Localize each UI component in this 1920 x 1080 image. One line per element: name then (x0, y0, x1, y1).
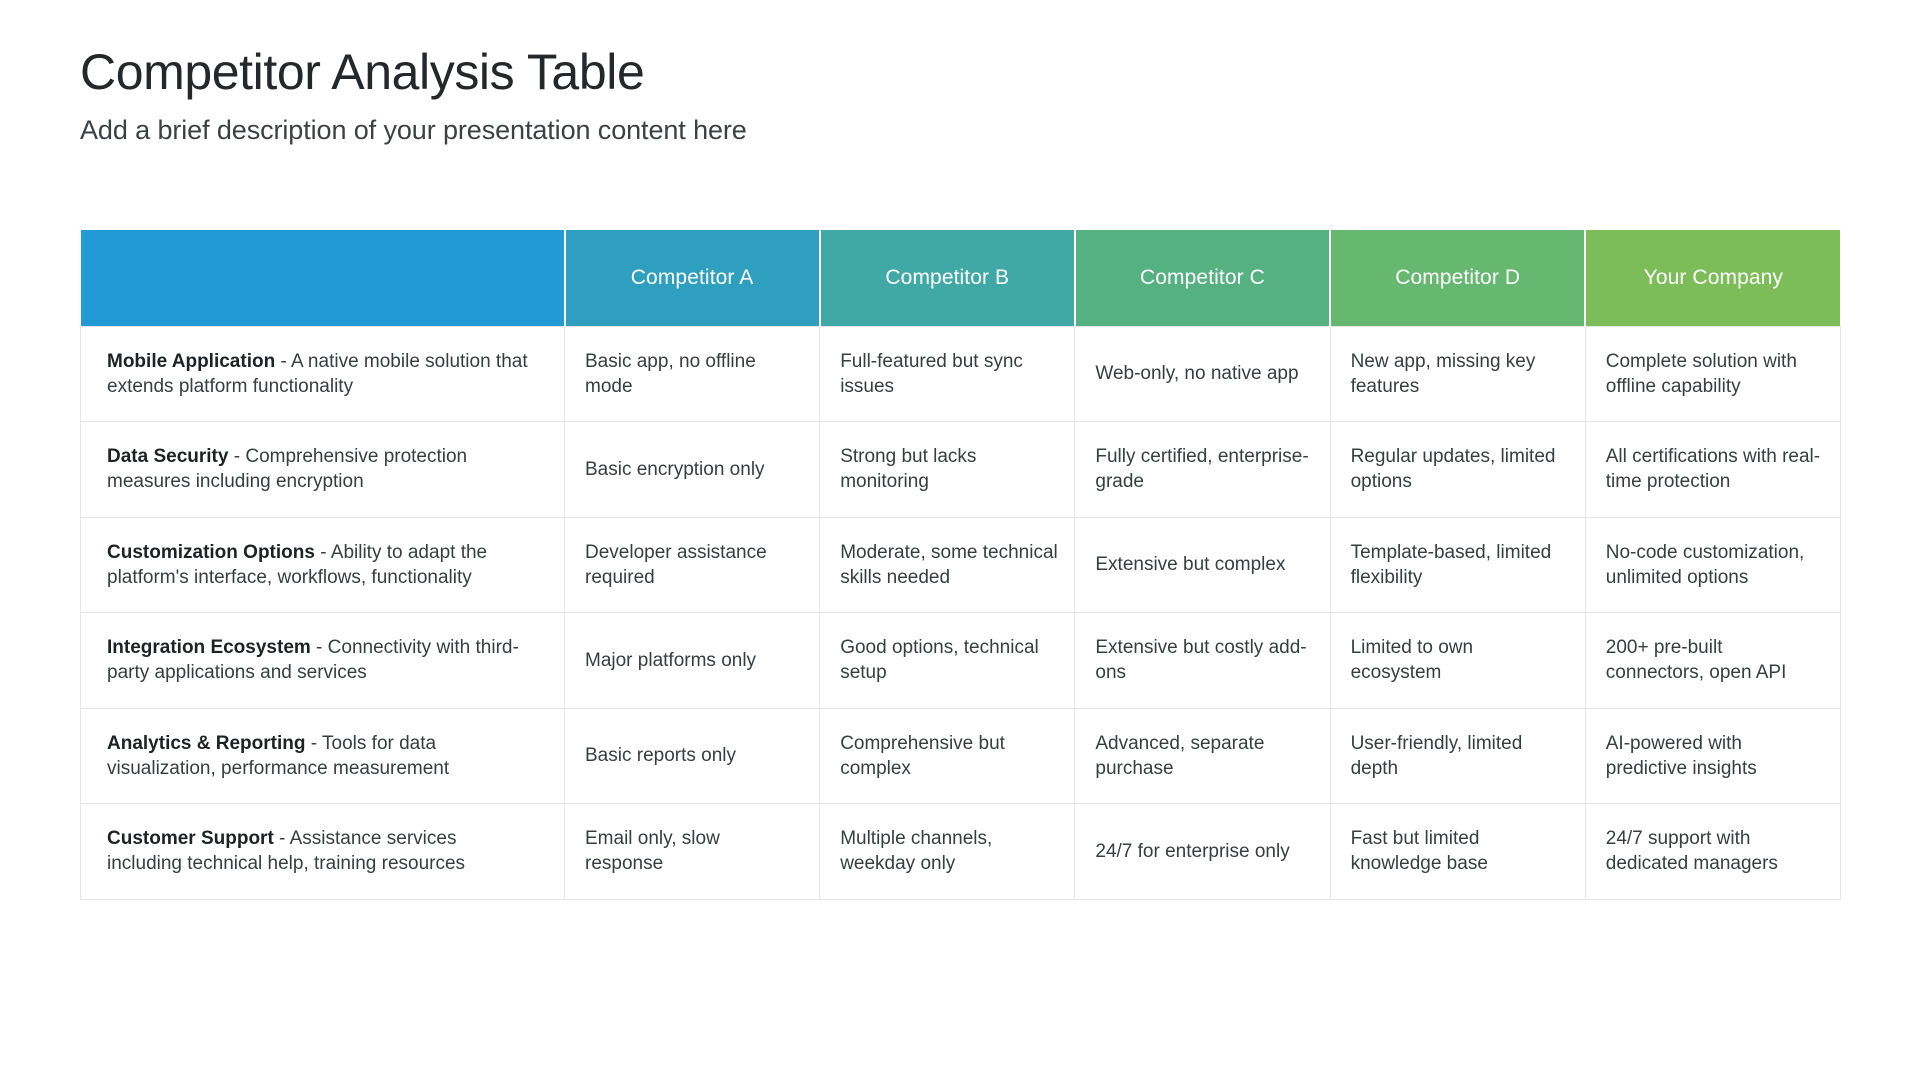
value-cell-competitor-a: Basic app, no offline mode (564, 326, 821, 422)
feature-description: A native mobile solution that extends pl… (107, 350, 528, 397)
feature-cell: Customization Options - Ability to adapt… (80, 517, 565, 613)
value-cell-competitor-c: Web-only, no native app (1074, 326, 1331, 422)
feature-name: Mobile Application (107, 350, 276, 372)
value-cell-competitor-c: Advanced, separate purchase (1074, 708, 1331, 804)
table-row: Data Security - Comprehensive protection… (80, 421, 1841, 518)
value-cell-competitor-c: Fully certified, enterprise-grade (1074, 421, 1331, 518)
table-header-row: Competitor A Competitor B Competitor C Comp… (80, 230, 1841, 326)
value-cell-competitor-c: Extensive but complex (1074, 517, 1331, 613)
column-header-competitor-c: Competitor C (1074, 230, 1332, 326)
value-cell-competitor-b: Full-featured but sync issues (819, 326, 1076, 422)
feature-separator: - (305, 732, 323, 754)
column-header-label: Competitor B (885, 265, 1010, 289)
feature-separator: - (314, 541, 331, 563)
column-header-competitor-a: Competitor A (564, 230, 821, 326)
value-cell-competitor-d: User-friendly, limited depth (1330, 708, 1586, 804)
page-title: Competitor Analysis Table (80, 44, 645, 100)
table-row: Integration Ecosystem - Connectivity wit… (80, 612, 1841, 709)
value-cell-competitor-d: Limited to own ecosystem (1330, 612, 1586, 709)
table-row: Mobile Application - A native mobile sol… (80, 326, 1841, 422)
feature-separator: - (275, 350, 292, 372)
feature-description: Ability to adapt the platform's interfac… (107, 541, 488, 588)
column-header-your-company: Your Company (1585, 230, 1841, 326)
value-cell-competitor-d: Fast but limited knowledge base (1330, 803, 1586, 900)
feature-name: Analytics & Reporting (107, 732, 306, 754)
page-subtitle: Add a brief description of your presenta… (80, 115, 747, 145)
column-header-label: Your Company (1643, 265, 1784, 289)
value-cell-competitor-a: Basic reports only (564, 708, 821, 804)
feature-name: Data Security (107, 446, 229, 468)
value-cell-your-company: AI-powered with predictive insights (1585, 708, 1841, 804)
feature-description: Comprehensive protection measures includ… (107, 446, 468, 493)
feature-name: Customization Options (107, 541, 315, 563)
value-cell-competitor-b: Strong but lacks monitoring (819, 421, 1076, 518)
table-row: Analytics & Reporting - Tools for data v… (80, 708, 1841, 804)
feature-cell: Integration Ecosystem - Connectivity wit… (80, 612, 565, 709)
value-cell-competitor-d: New app, missing key features (1330, 326, 1586, 422)
table-row: Customization Options - Ability to adapt… (80, 517, 1841, 613)
feature-name: Integration Ecosystem (107, 637, 311, 659)
table-row: Customer Support - Assistance services i… (80, 803, 1841, 900)
competitor-analysis-table-wrapper: Competitor A Competitor B Competitor C Comp… (80, 230, 1841, 900)
column-header-label: Competitor A (630, 265, 754, 289)
value-cell-competitor-d: Template-based, limited flexibility (1330, 517, 1586, 613)
value-cell-your-company: 200+ pre-built connectors, open API (1585, 612, 1841, 709)
column-header-competitor-d: Competitor D (1330, 230, 1587, 326)
value-cell-your-company: 24/7 support with dedicated managers (1585, 803, 1841, 900)
feature-separator: - (310, 637, 328, 659)
value-cell-competitor-b: Good options, technical setup (819, 612, 1076, 709)
feature-cell: Data Security - Comprehensive protection… (80, 421, 565, 518)
table-body: Mobile Application - A native mobile sol… (80, 326, 1841, 900)
feature-description: Connectivity with third-party applicatio… (107, 637, 519, 684)
competitor-analysis-table: Competitor A Competitor B Competitor C Comp… (80, 230, 1841, 900)
feature-separator: - (273, 828, 290, 850)
column-header-label: Competitor C (1140, 265, 1265, 289)
value-cell-competitor-a: Major platforms only (564, 612, 821, 709)
value-cell-competitor-a: Basic encryption only (564, 421, 821, 518)
value-cell-competitor-b: Multiple channels, weekday only (819, 803, 1076, 900)
feature-cell: Mobile Application - A native mobile sol… (80, 326, 565, 422)
heading-block: Competitor Analysis Table Add a brief de… (80, 44, 1580, 146)
value-cell-your-company: Complete solution with offline capabilit… (1585, 326, 1841, 422)
value-cell-your-company: All certifications with real-time protec… (1585, 421, 1841, 518)
feature-name: Customer Support (107, 828, 274, 850)
value-cell-competitor-b: Moderate, some technical skills needed (819, 517, 1076, 613)
column-header-competitor-b: Competitor B (819, 230, 1076, 326)
value-cell-competitor-b: Comprehensive but complex (819, 708, 1076, 804)
feature-cell: Analytics & Reporting - Tools for data v… (80, 708, 565, 804)
value-cell-competitor-c: Extensive but costly add-ons (1074, 612, 1331, 709)
value-cell-your-company: No-code customization, unlimited options (1585, 517, 1841, 613)
table-header: Competitor A Competitor B Competitor C Comp… (80, 230, 1841, 326)
value-cell-competitor-a: Developer assistance required (564, 517, 821, 613)
column-header-label: Competitor D (1395, 265, 1521, 289)
feature-cell: Customer Support - Assistance services i… (80, 803, 565, 900)
value-cell-competitor-d: Regular updates, limited options (1330, 421, 1586, 518)
feature-separator: - (228, 446, 246, 468)
column-header-feature (80, 230, 566, 326)
feature-description: Tools for data visualization, performanc… (107, 732, 450, 779)
feature-description: Assistance services including technical … (107, 828, 466, 875)
value-cell-competitor-c: 24/7 for enterprise only (1074, 803, 1331, 900)
value-cell-competitor-a: Email only, slow response (564, 803, 821, 900)
